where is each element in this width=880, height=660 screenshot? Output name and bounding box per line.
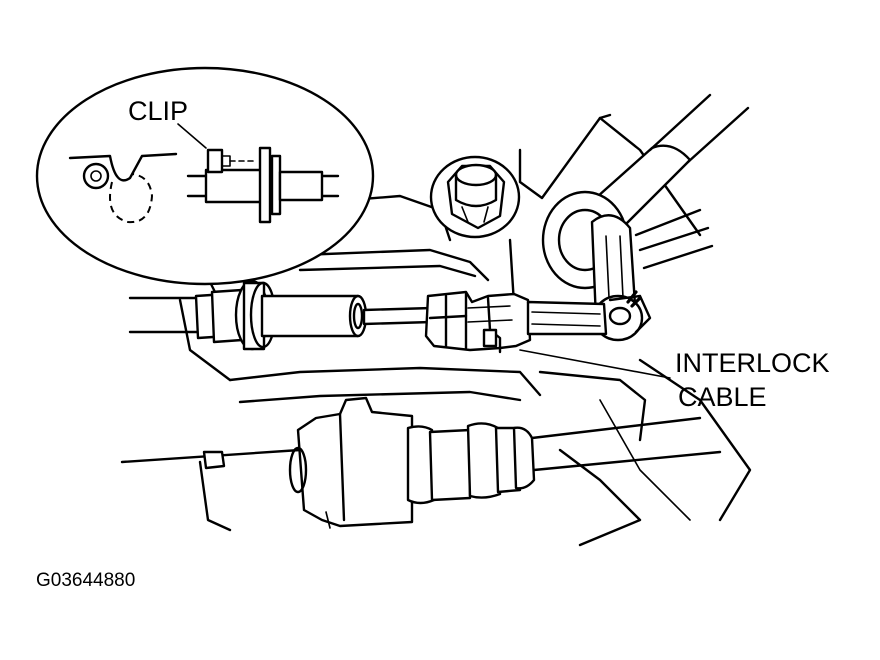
shift-cable-lower [120,396,722,532]
interlock-leader-line [519,349,671,379]
interlock-cable-label-line1: INTERLOCK [675,348,830,378]
interlock-cable [128,279,608,354]
clip-label: CLIP [128,96,188,126]
mounting-nut [429,155,521,239]
interlock-cable-label-line2: CABLE [678,382,767,412]
clip-detail-inset [35,66,375,286]
figure-id: G03644880 [36,570,135,591]
clip-part [206,148,224,174]
clip-leader-line [177,123,207,149]
shift-lever [541,93,750,338]
mounting-bracket [178,113,752,547]
